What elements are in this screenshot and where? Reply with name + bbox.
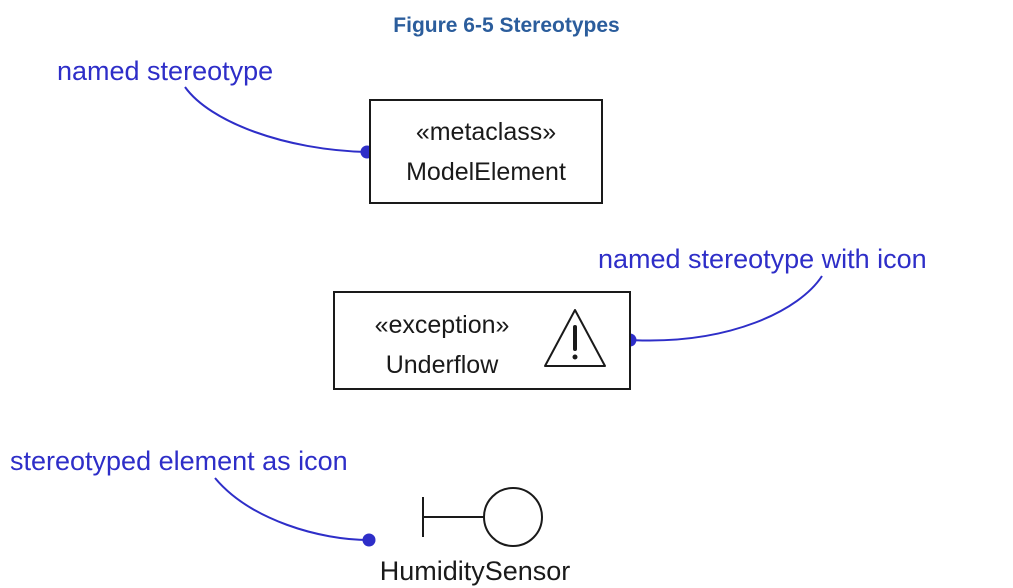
boundary-icon	[422, 487, 543, 547]
warning-triangle-icon	[544, 309, 606, 367]
callout-named-stereotype: named stereotype	[57, 56, 273, 86]
callout-stereotyped-element-as-icon: stereotyped element as icon	[10, 446, 348, 476]
model-element-name: ModelElement	[406, 158, 566, 186]
callout-named-stereotype-with-icon: named stereotype with icon	[598, 244, 927, 274]
model-element-stereotype: «metaclass»	[416, 118, 556, 146]
callout-dot-stereotyped-element-as-icon	[362, 533, 376, 547]
model-element-box: «metaclass» ModelElement	[369, 99, 603, 204]
callout-line-named-stereotype	[184, 86, 368, 153]
underflow-name: Underflow	[386, 351, 499, 379]
underflow-stereotype: «exception»	[375, 311, 510, 339]
callout-line-stereotyped-element-as-icon	[214, 477, 370, 541]
model-element-box-border	[369, 99, 603, 204]
figure-title: Figure 6-5 Stereotypes	[393, 14, 620, 37]
underflow-box: «exception» Underflow	[333, 291, 631, 390]
humidity-sensor-label: HumiditySensor	[380, 556, 571, 586]
callout-line-named-stereotype-with-icon	[629, 275, 823, 342]
